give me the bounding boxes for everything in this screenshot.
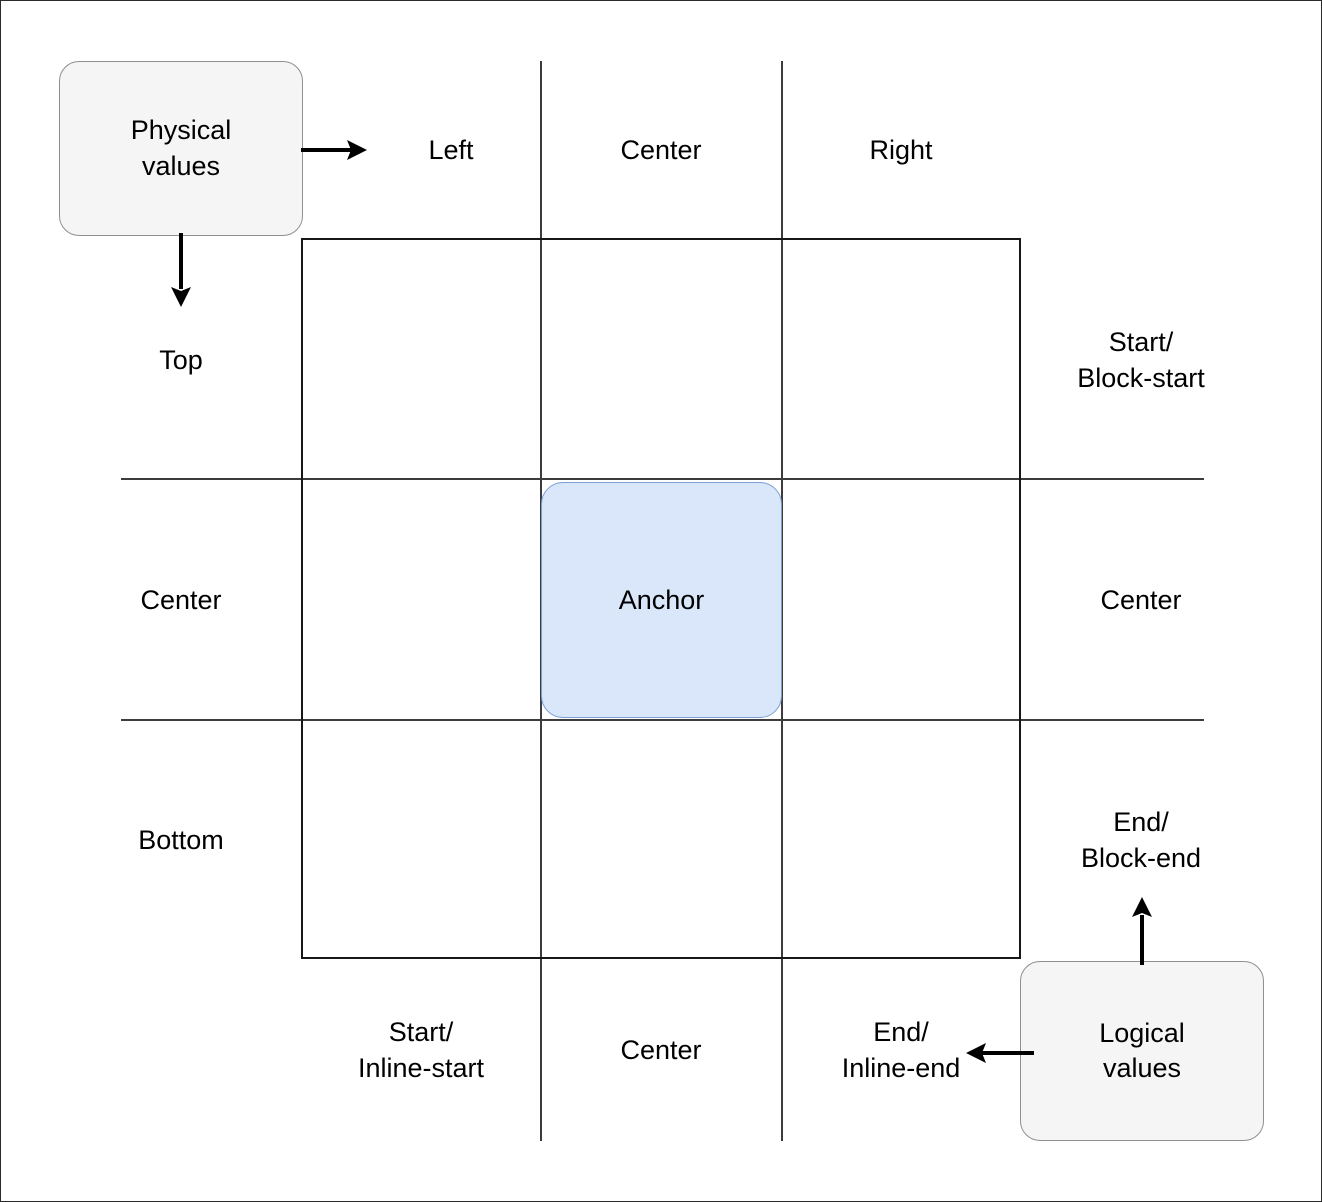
label-right-block-start: Start/ Block-start [1041,323,1241,399]
label-top-center-text: Center [620,135,702,166]
label-right-block-start-text: Start/ Block-start [1077,327,1205,393]
label-bottom-inline-end: End/ Inline-end [806,1013,996,1089]
arrow-logical-to-inline-end-icon [966,1043,1034,1063]
grid-hline-bottom [121,719,1204,721]
grid-hline-top [121,478,1204,480]
label-top-left: Left [361,129,541,173]
grid-vline-right [781,61,783,1141]
label-right-block-end-text: End/ Block-end [1080,807,1202,873]
logical-values-callout[interactable]: Logical values [1020,961,1264,1141]
label-top-right: Right [811,129,991,173]
label-top-right-text: Right [869,135,933,166]
label-left-bottom: Bottom [91,819,271,863]
label-bottom-center-text: Center [620,1035,702,1066]
label-left-top-text: Top [159,345,203,376]
label-right-block-end: End/ Block-end [1041,803,1241,879]
label-left-bottom-text: Bottom [138,825,224,856]
label-left-top: Top [91,339,271,383]
arrow-physical-to-left-icon [301,140,367,160]
label-top-left-text: Left [428,135,474,166]
anchor-label: Anchor [618,584,705,615]
physical-values-callout[interactable]: Physical values [59,61,303,236]
label-left-center-text: Center [140,585,222,616]
arrow-logical-to-block-end-icon [1132,897,1152,965]
arrow-physical-to-top-icon [171,233,191,307]
label-top-center: Center [571,129,751,173]
label-right-center-text: Center [1100,585,1182,616]
anchor-box[interactable]: Anchor [541,482,782,718]
label-bottom-center: Center [571,1029,751,1073]
logical-values-label: Logical values [1099,1017,1185,1083]
label-right-center: Center [1051,579,1231,623]
label-bottom-inline-end-text: End/ Inline-end [841,1017,961,1083]
label-bottom-inline-start-text: Start/ Inline-start [357,1017,485,1083]
physical-values-label: Physical values [130,115,232,181]
label-bottom-inline-start: Start/ Inline-start [326,1013,516,1089]
positioning-area-rect [301,238,1021,959]
label-left-center: Center [91,579,271,623]
